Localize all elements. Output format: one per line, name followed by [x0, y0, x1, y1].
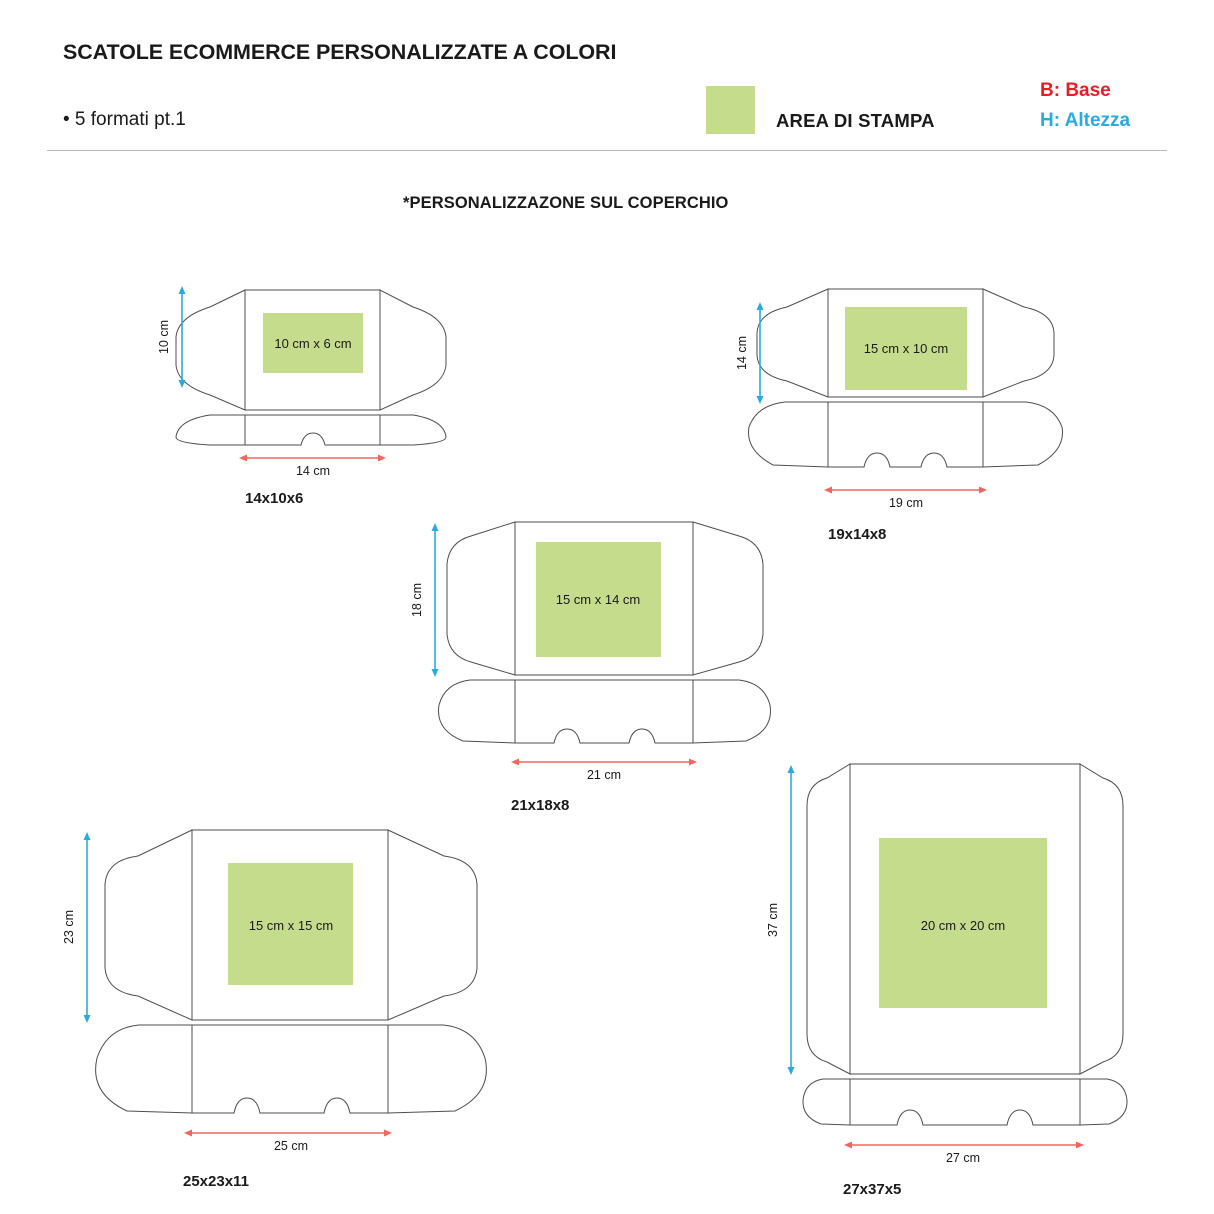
caption-27x37x5: 27x37x5	[843, 1181, 901, 1198]
print-area-label-27x37x5: 20 cm x 20 cm	[921, 918, 1006, 933]
box-figure-19x14x8: 15 cm x 10 cm 14 cm 19 cm 19x14x8	[725, 275, 1063, 550]
print-area-label-14x10x6: 10 cm x 6 cm	[274, 336, 351, 351]
height-label-27x37x5: 37 cm	[766, 903, 780, 937]
base-label-25x23x11: 25 cm	[274, 1139, 308, 1153]
print-area-label-19x14x8: 15 cm x 10 cm	[864, 341, 949, 356]
height-label-19x14x8: 14 cm	[735, 336, 749, 370]
caption-14x10x6: 14x10x6	[245, 490, 303, 507]
height-label-25x23x11: 23 cm	[62, 910, 76, 944]
print-area-legend-label: AREA DI STAMPA	[776, 110, 935, 131]
print-area-rect-19x14x8	[845, 307, 967, 390]
print-area-rect-27x37x5	[879, 838, 1047, 1008]
legend-height: H: Altezza	[1040, 110, 1131, 131]
height-label-14x10x6: 10 cm	[157, 320, 171, 354]
box-figure-27x37x5: 20 cm x 20 cm 37 cm 27 cm 27x37x5	[745, 742, 1195, 1202]
box-figure-21x18x8: 15 cm x 14 cm 18 cm 21 cm 21x18x8	[405, 500, 795, 820]
print-area-rect-14x10x6	[263, 313, 363, 373]
caption-25x23x11: 25x23x11	[183, 1173, 249, 1190]
print-area-label-21x18x8: 15 cm x 14 cm	[556, 592, 641, 607]
base-label-21x18x8: 21 cm	[587, 768, 621, 782]
print-area-rect-25x23x11	[228, 863, 353, 985]
page-header: SCATOLE ECOMMERCE PERSONALIZZATE A COLOR…	[0, 0, 1214, 160]
print-area-rect-21x18x8	[536, 542, 661, 657]
caption-19x14x8: 19x14x8	[828, 526, 886, 543]
customization-note: *PERSONALIZZAZONE SUL COPERCHIO	[403, 194, 729, 212]
print-area-swatch	[706, 86, 755, 134]
legend-base: B: Base	[1040, 80, 1111, 101]
height-label-21x18x8: 18 cm	[410, 583, 424, 617]
base-label-19x14x8: 19 cm	[889, 496, 923, 510]
page-title: SCATOLE ECOMMERCE PERSONALIZZATE A COLOR…	[63, 40, 617, 64]
box-figure-14x10x6: 10 cm x 6 cm 10 cm 14 cm 14x10x6	[150, 275, 450, 515]
caption-21x18x8: 21x18x8	[511, 797, 569, 814]
page-subtitle: • 5 formati pt.1	[63, 109, 186, 130]
print-area-label-25x23x11: 15 cm x 15 cm	[249, 918, 334, 933]
base-label-27x37x5: 27 cm	[946, 1151, 980, 1165]
base-label-14x10x6: 14 cm	[296, 464, 330, 478]
header-divider	[47, 150, 1167, 151]
box-figure-25x23x11: 15 cm x 15 cm 23 cm 25 cm 25x23x11	[55, 808, 505, 1203]
